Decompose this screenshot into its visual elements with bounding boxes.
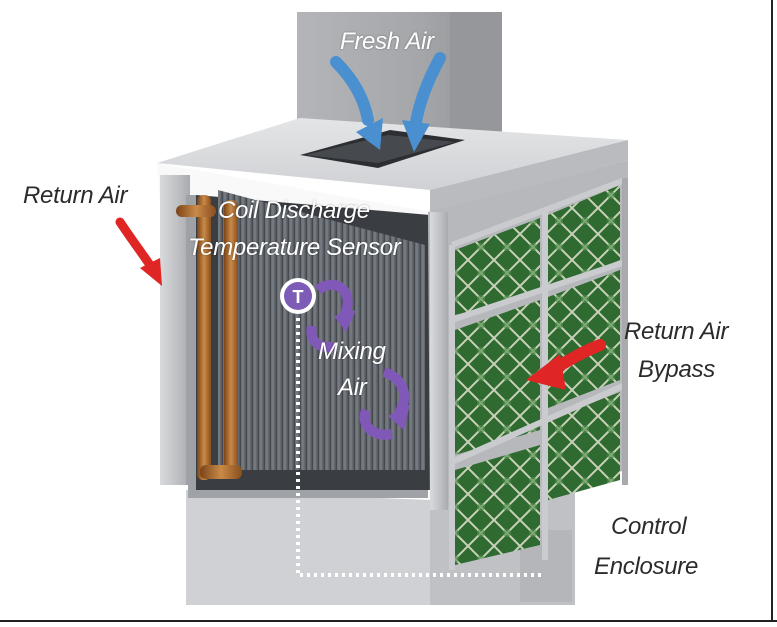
mixing-arrow-2 [306,324,336,352]
return-air-arrow [115,217,157,273]
coil-discharge-label-2: Temperature Sensor [188,234,401,261]
frame-bottom [0,620,777,622]
sensor-wire [296,318,545,577]
sensor-circle [284,282,312,310]
frame-right [771,0,773,622]
fresh-air-arrow-left [330,56,374,126]
mixing-arrow-1 [314,279,353,319]
coil-discharge-label-1: Coil Discharge [218,197,370,224]
bypass-label-1: Return Air [624,318,729,345]
sensor-symbol: T [293,287,304,307]
return-air-label: Return Air [23,182,128,209]
mixing-air-label-2: Air [338,374,367,401]
control-label-2: Enclosure [594,553,699,580]
bypass-label-2: Bypass [638,356,715,383]
mixing-air-label-1: Mixing [318,338,386,365]
fresh-air-arrow-right [410,52,446,128]
fresh-air-label: Fresh Air [340,28,434,55]
mixing-arrow-4 [359,408,394,440]
control-label-1: Control [611,513,687,540]
